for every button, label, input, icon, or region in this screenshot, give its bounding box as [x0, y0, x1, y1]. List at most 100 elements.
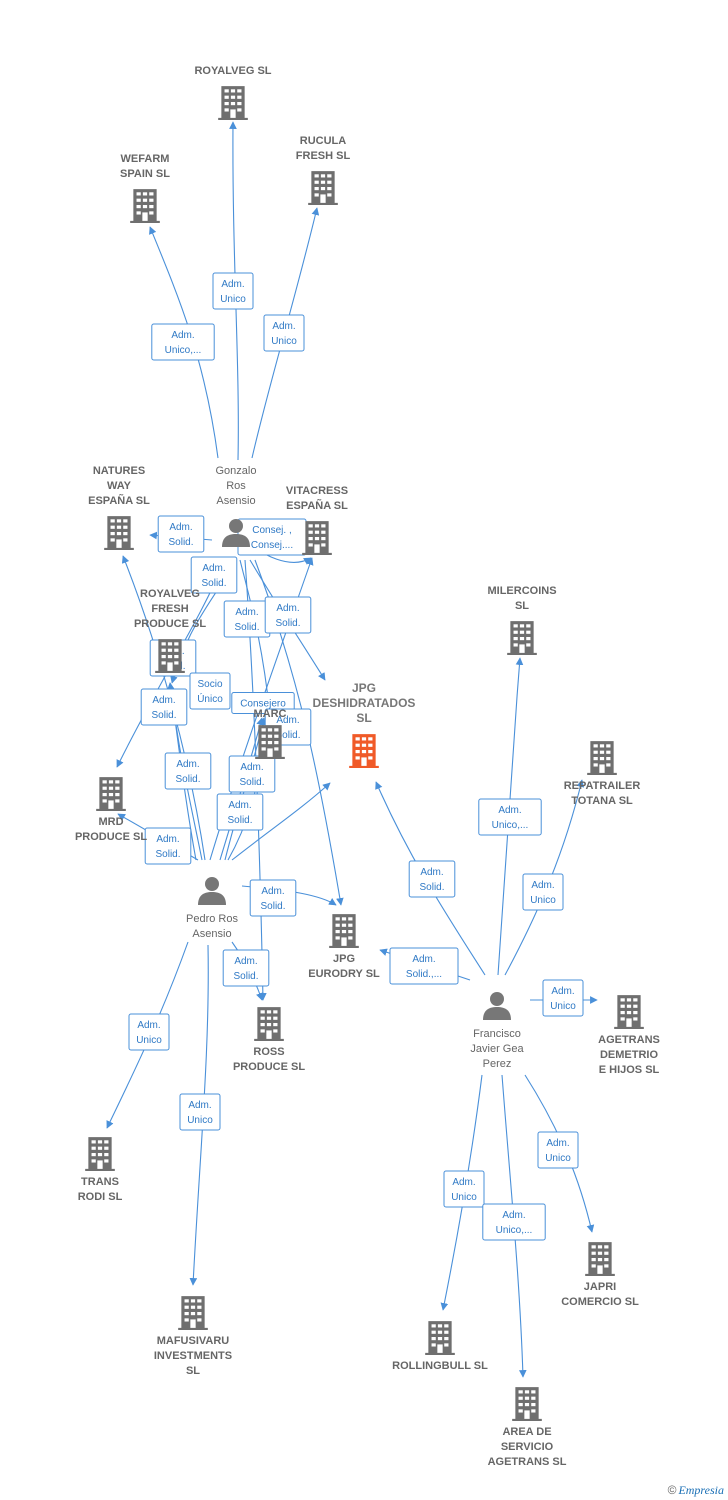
relation-label[interactable]: Adm.Solid. [190, 556, 238, 594]
relation-label-text: Solid.,... [406, 969, 442, 980]
relation-label[interactable]: Adm.Solid. [157, 515, 205, 553]
relation-label-text: Adm. [240, 762, 263, 773]
node-label: Asensio [216, 495, 255, 507]
relation-label-text: Unico,... [492, 820, 529, 831]
node-label: PRODUCE SL [233, 1061, 305, 1073]
relation-label-text: Adm. [412, 954, 435, 965]
relation-label-box [537, 1131, 579, 1169]
node-label: ESPAÑA SL [88, 494, 150, 507]
node-label: MRD [98, 816, 123, 828]
relation-label[interactable]: Adm. Unico [179, 1093, 221, 1131]
relation-label[interactable]: Adm. Solid. [223, 600, 271, 638]
relation-label[interactable]: Adm.Unico,... [482, 1203, 546, 1241]
relation-label-text: Solid. [175, 774, 200, 785]
relation-label[interactable]: Adm.Solid. [216, 793, 264, 831]
node-label: ROYALVEG SL [194, 65, 271, 77]
node-label: RODI SL [78, 1191, 123, 1203]
relation-label[interactable]: Adm.Unico,... [151, 323, 215, 361]
relation-label-box [164, 752, 212, 790]
relation-label[interactable]: Adm.Solid. [264, 596, 312, 634]
building-icon [85, 1137, 115, 1171]
relation-label[interactable]: Adm. Solid. [228, 755, 276, 793]
relation-label[interactable]: Adm.Unico [522, 873, 564, 911]
relation-label-text: Adm. [551, 986, 574, 997]
relation-label-text: Solid. [239, 777, 264, 788]
node-label: MILERCOINS [487, 585, 556, 597]
relation-label-text: Consejero [240, 699, 286, 710]
relation-label-box [231, 692, 295, 714]
relation-label[interactable]: Adm.Solid. [140, 688, 188, 726]
node-label: INVESTMENTS [154, 1350, 232, 1362]
node-label: JAPRI [584, 1281, 616, 1293]
person-icon [198, 877, 226, 905]
relation-label[interactable]: Adm.Solid. [408, 860, 456, 898]
company-node-milercoins[interactable]: MILERCOINS SL [487, 585, 557, 655]
company-node-marc[interactable]: MARC [254, 708, 287, 759]
relation-label-text: Adm. [272, 321, 295, 332]
relation-label-box [389, 947, 459, 985]
relation-label[interactable]: Adm.Solid. [144, 827, 192, 865]
node-label: FRESH [151, 603, 188, 615]
relation-label[interactable]: Adm.Unico [263, 314, 305, 352]
company-node-rollingbull[interactable]: ROLLINGBULL SL [392, 1321, 488, 1372]
node-label: AGETRANS [598, 1034, 660, 1046]
relation-label-text: Unico [530, 895, 556, 906]
relation-label[interactable]: Adm.Unico [212, 272, 254, 310]
relation-label[interactable]: Consejero [231, 692, 295, 714]
relation-label-text: Solid. [227, 815, 252, 826]
relation-label[interactable]: Adm.Solid. [222, 949, 270, 987]
relation-label[interactable]: Adm.Solid. [164, 752, 212, 790]
company-node-ross[interactable]: ROSS PRODUCE SL [233, 1007, 305, 1073]
relation-label[interactable]: Adm.Unico [128, 1013, 170, 1051]
relation-label-text: Solid. [151, 710, 176, 721]
relation-label-box [190, 556, 238, 594]
node-label: ROSS [253, 1046, 284, 1058]
relation-label-text: Adm. [188, 1100, 211, 1111]
relation-label-box [408, 860, 456, 898]
relation-label[interactable]: Adm.Unico [443, 1170, 485, 1208]
node-label: ROYALVEG [140, 588, 200, 600]
relation-label-text: Unico [187, 1115, 213, 1126]
node-label: AREA DE [502, 1426, 551, 1438]
node-label: TOTANA SL [571, 795, 633, 807]
relation-label[interactable]: Adm.Unico [542, 979, 584, 1017]
relation-label-text: Adm. [235, 607, 258, 618]
edge-pedro-to-jpg_deshidratados [231, 782, 331, 861]
brand-logo-text: Empresia [678, 1483, 724, 1497]
footer-brand[interactable]: ©Empresia [668, 1483, 724, 1498]
relation-label[interactable]: Adm.Unico,... [478, 798, 542, 836]
node-label: SL [515, 600, 529, 612]
company-node-royalveg[interactable]: ROYALVEG SL [194, 65, 272, 120]
building-icon [308, 171, 338, 205]
building-icon [425, 1321, 455, 1355]
building-icon [130, 189, 160, 223]
relation-label[interactable]: Consej. ,Consej.... [237, 518, 307, 556]
node-label: NATURES [93, 465, 145, 477]
relation-label-box [157, 515, 205, 553]
relation-label-box [443, 1170, 485, 1208]
relation-label-box [151, 323, 215, 361]
relation-label[interactable]: Adm.Solid. [249, 879, 297, 917]
relation-label[interactable]: Adm. Solid.,... [389, 947, 459, 985]
relation-label-text: Solid. [234, 622, 259, 633]
relation-label[interactable]: Adm.Unico [537, 1131, 579, 1169]
